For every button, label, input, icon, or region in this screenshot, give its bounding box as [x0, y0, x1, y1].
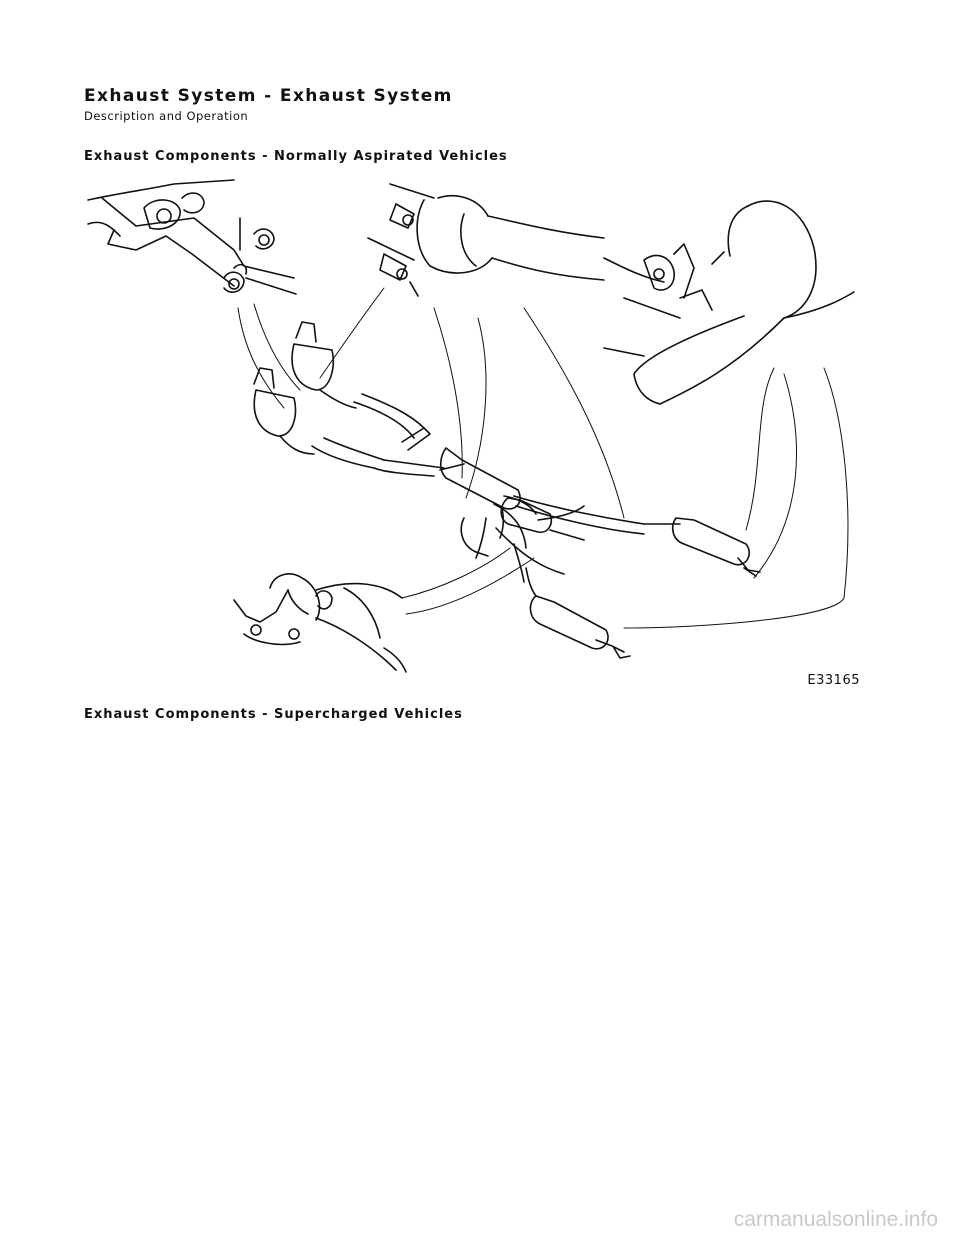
figure-reference-number: E33165 [807, 673, 860, 688]
site-watermark: carmanualsonline.info [0, 1208, 960, 1232]
pipe-clamp-detail [367, 183, 605, 297]
rear-mount-detail [603, 200, 855, 405]
rear-silencers [513, 517, 761, 659]
section-heading-supercharged: Exhaust Components - Supercharged Vehicl… [84, 707, 463, 722]
section-heading-normally-aspirated: Exhaust Components - Normally Aspirated … [84, 149, 508, 164]
page-title: Exhaust System - Exhaust System [84, 86, 453, 106]
intermediate-silencer [460, 497, 585, 557]
exhaust-pipe-run [311, 393, 645, 575]
page-subtitle: Description and Operation [84, 109, 249, 123]
leader-lines [237, 287, 849, 629]
hanger-bracket-detail [233, 573, 407, 673]
manifold-flange-detail [87, 179, 297, 295]
watermark-text: carmanualsonline.info [733, 1208, 938, 1231]
exhaust-diagram [87, 179, 855, 673]
exhaust-components-illustration: E33165 [84, 178, 864, 688]
catalytic-converters [253, 321, 357, 455]
